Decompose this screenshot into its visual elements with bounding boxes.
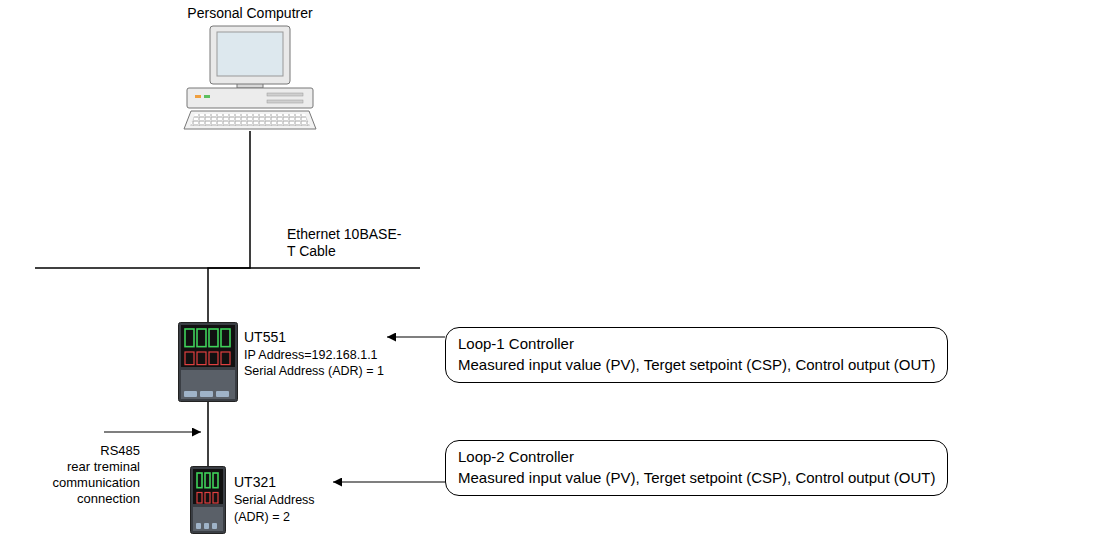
node-detail: Serial Address (ADR) = 1: [244, 363, 384, 379]
callout-box: Loop-2 ControllerMeasured input value (P…: [445, 440, 948, 496]
rs485-pointer: [104, 431, 201, 432]
device-key: [200, 391, 213, 397]
keyboard: [184, 111, 316, 129]
device-key: [184, 391, 197, 397]
node-title: Loop-2 Controller: [458, 446, 935, 467]
key-panel: [193, 507, 223, 531]
drive-slot: [267, 93, 303, 96]
text-column: UT321Serial Address (ADR) = 2: [226, 466, 330, 526]
node-detail: IP Address=192.168.1.1: [244, 347, 384, 363]
device-display: [181, 325, 235, 367]
display-segment: [209, 352, 218, 365]
device-body: [191, 467, 226, 534]
node-title: UT321: [234, 472, 330, 492]
display-segment: [197, 493, 202, 504]
power-led: [195, 95, 201, 98]
device-key: [196, 523, 201, 529]
cable-line: [207, 402, 209, 466]
display-segment: [185, 329, 194, 347]
display-segment: [197, 473, 202, 488]
controller-ut321: UT321Serial Address (ADR) = 2: [190, 466, 330, 534]
node-detail: Measured input value (PV), Terget setpoi…: [458, 467, 935, 488]
monitor-screen: [217, 32, 283, 76]
node-title: Personal Computrer: [187, 4, 312, 22]
drive-slot: [267, 100, 303, 103]
node-title: Loop-1 Controller: [458, 333, 935, 354]
disk-led: [204, 95, 210, 98]
node-detail: Serial Address (ADR) = 2: [234, 492, 330, 526]
device-key: [212, 523, 217, 529]
display-segment: [197, 329, 206, 347]
computer-icon: [175, 25, 325, 131]
device-display: [193, 469, 223, 504]
display-segment: [213, 473, 218, 488]
display-segment: [197, 352, 206, 365]
cable-label: Ethernet 10BASE-T Cable: [287, 226, 403, 260]
pointer-arrow: [333, 481, 445, 482]
display-segment: [205, 493, 210, 504]
text-column: UT551IP Address=192.168.1.1Serial Addres…: [238, 322, 384, 379]
controller-icon: [190, 466, 226, 534]
callout-box: Loop-1 ControllerMeasured input value (P…: [445, 327, 948, 383]
connection-note: rear treminal communication connection: [40, 459, 140, 507]
signal-label: RS485: [40, 443, 140, 459]
key-panel: [181, 370, 235, 399]
node-detail: Measured input value (PV), Terget setpoi…: [458, 354, 935, 375]
node-title: UT551: [244, 327, 384, 347]
display-segment: [221, 329, 230, 347]
keyboard-keys: [190, 114, 310, 126]
personal-computer: Personal Computrer: [175, 4, 325, 131]
pc-case: [187, 88, 313, 108]
monitor: [210, 26, 290, 84]
display-segment: [221, 352, 230, 365]
device-body: [179, 323, 238, 402]
controller-icon: [178, 322, 238, 402]
display-segment: [209, 329, 218, 347]
display-segment: [205, 473, 210, 488]
pointer-arrow: [387, 336, 445, 337]
device-key: [204, 523, 209, 529]
device-key: [216, 391, 229, 397]
display-segment: [185, 352, 194, 365]
display-segment: [213, 493, 218, 504]
controller-ut551: UT551IP Address=192.168.1.1Serial Addres…: [178, 322, 384, 402]
cable-line: [208, 131, 250, 322]
